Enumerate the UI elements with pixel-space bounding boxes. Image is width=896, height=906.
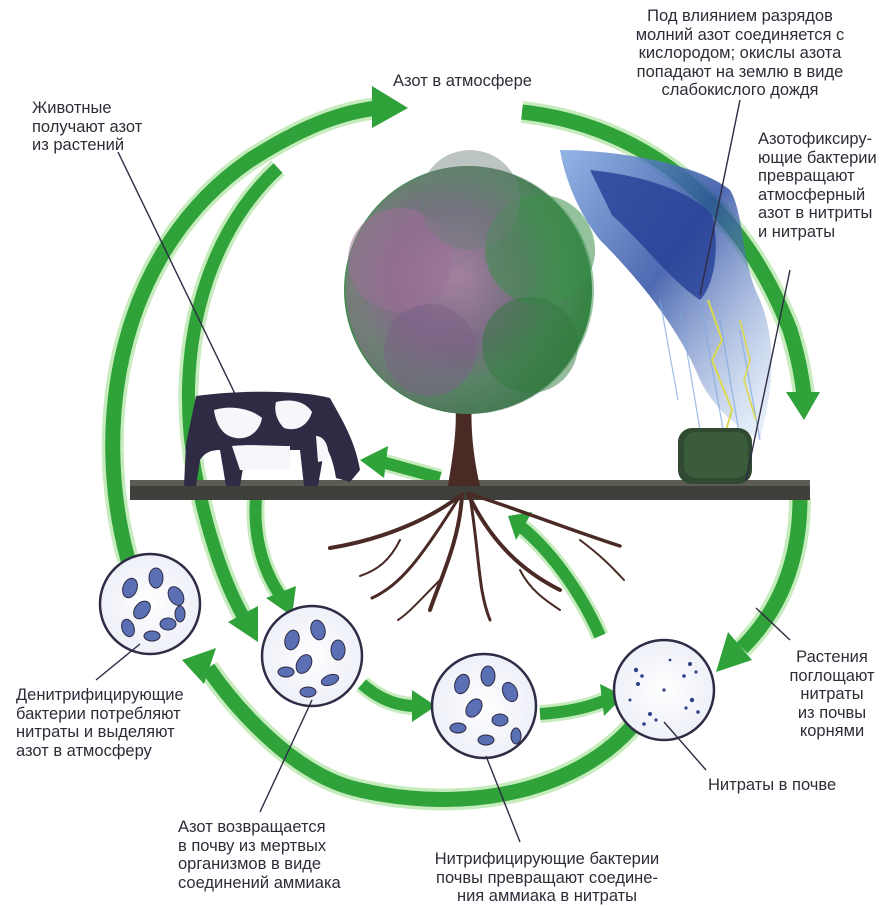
- outer-cycle-arrows: [101, 86, 820, 811]
- label-ammonia-return: Азот возвращается в почву из мертвых орг…: [178, 818, 341, 892]
- cell-ammonia: [260, 604, 364, 708]
- label-denitrifying: Денитрифицирующие бактерии потребляют ни…: [16, 686, 184, 760]
- bush: [678, 428, 752, 484]
- label-lightning: Под влиянием разрядов молний азот соедин…: [635, 7, 845, 99]
- cell-denitrifying: [98, 552, 202, 656]
- lightning-rain: [560, 150, 772, 471]
- arrowhead-denitrifying: [182, 648, 216, 684]
- arrowhead-nitrates: [716, 632, 752, 672]
- label-plants-absorb: Растения поглощают нитраты из почвы корн…: [789, 648, 875, 740]
- cell-nitrates: [612, 638, 716, 742]
- label-nitrates-in-soil: Нитраты в почве: [708, 776, 837, 794]
- cow: [184, 391, 360, 486]
- cell-nitrifying: [430, 652, 538, 760]
- leader-lines: [95, 99, 791, 843]
- label-nitrifying: Нитрифицирующие бактерии почвы превращаю…: [434, 850, 660, 905]
- tree: [328, 150, 625, 622]
- arrowhead-rain: [786, 392, 820, 420]
- label-atmosphere: Азот в атмосфере: [393, 72, 532, 90]
- arrowhead-atmosphere: [372, 86, 408, 128]
- label-animals: Животные получают азот из растений: [32, 99, 143, 154]
- label-nitrogen-fixing: Азотофиксиру- ющие бактерии превращают а…: [758, 130, 877, 241]
